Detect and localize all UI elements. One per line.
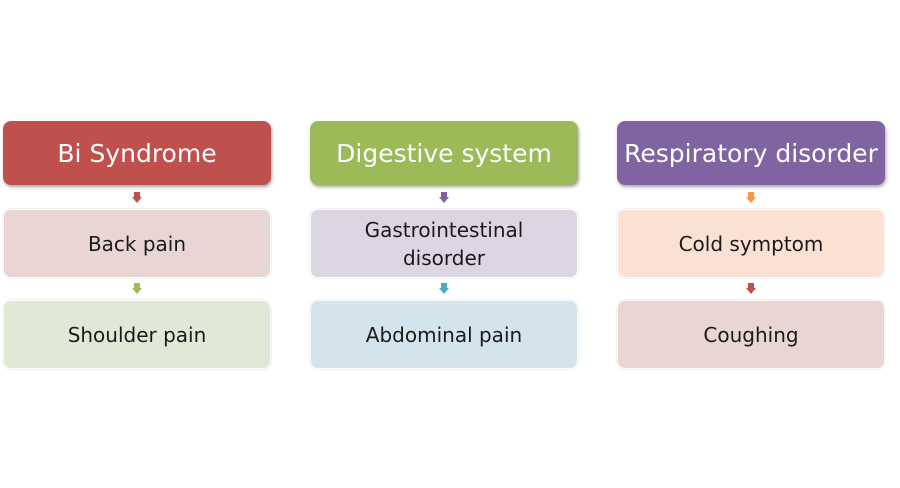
item-label: Gastrointestinal disorder	[364, 217, 524, 270]
item-label: Cold symptom	[678, 231, 824, 256]
down-arrow-icon	[439, 283, 449, 295]
item-shoulder-pain: Shoulder pain	[3, 300, 271, 369]
header-digestive-system: Digestive system	[310, 121, 578, 185]
item-label: Shoulder pain	[67, 322, 207, 347]
down-arrow-icon	[439, 192, 449, 204]
down-arrow-icon	[746, 283, 756, 295]
header-respiratory-disorder: Respiratory disorder	[617, 121, 885, 185]
down-arrow-icon	[132, 192, 142, 204]
item-abdominal-pain: Abdominal pain	[310, 300, 578, 369]
down-arrow-icon	[132, 283, 142, 295]
header-label: Respiratory disorder	[624, 138, 878, 168]
header-bi-syndrome: Bi Syndrome	[3, 121, 271, 185]
header-label: Bi Syndrome	[57, 138, 217, 168]
item-label: Coughing	[703, 322, 799, 347]
item-cold-symptom: Cold symptom	[617, 209, 885, 278]
item-label: Abdominal pain	[365, 322, 523, 347]
item-back-pain: Back pain	[3, 209, 271, 278]
down-arrow-icon	[746, 192, 756, 204]
item-coughing: Coughing	[617, 300, 885, 369]
item-label: Back pain	[87, 231, 187, 256]
item-gastrointestinal-disorder: Gastrointestinal disorder	[310, 209, 578, 278]
header-label: Digestive system	[336, 138, 552, 168]
